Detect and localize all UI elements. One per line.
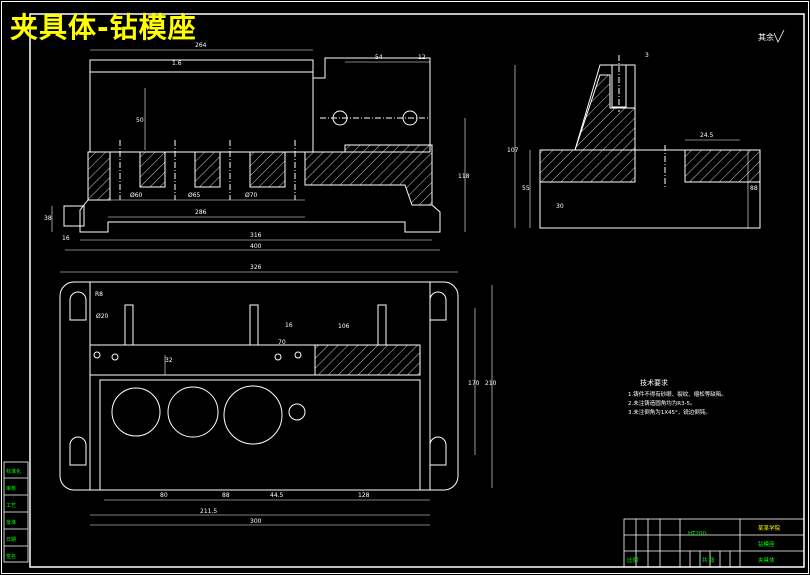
base-outline <box>79 152 441 233</box>
side-view-dimensions: 3 24.5 107 55 30 88 <box>507 52 758 210</box>
small-hole <box>288 403 306 421</box>
dim-height-32: 32 <box>165 357 173 364</box>
dim-hole-16: 16 <box>285 322 293 329</box>
left-strip <box>3 461 29 563</box>
dim-dia-65: Ø65 <box>188 192 201 199</box>
dim-width-24-5: 24.5 <box>700 132 714 139</box>
hatch-left <box>87 151 111 201</box>
bore-60 <box>111 387 161 437</box>
title-block-text: HT200 某某学院 钻模座 夹具体 比例 共 张 <box>627 524 781 564</box>
dim-slot-70: 70 <box>278 339 286 346</box>
roughness-note: 其余 <box>758 32 774 42</box>
tb-scale-label: 比例 <box>627 556 639 564</box>
tb-school: 某某学院 <box>758 524 781 532</box>
notes-line-1: 1.铸件不得有砂眼、裂纹、缩松等缺陷。 <box>628 390 727 398</box>
strip-cell-5: 日期 <box>6 537 16 543</box>
notes-heading: 技术要求 <box>640 378 668 387</box>
dim-top-length: 264 <box>195 42 207 49</box>
dim-height-55: 55 <box>522 185 530 192</box>
hatch-mid-1 <box>139 151 166 188</box>
clamp-hatch <box>314 344 421 376</box>
dim-dia-70: Ø70 <box>245 192 258 199</box>
notes-line-2: 2.未注铸造圆角均为R3-5。 <box>628 399 696 407</box>
left-strip-labels: 标准化 审核 工艺 批准 日期 签名 <box>6 468 21 560</box>
upper-block <box>89 59 314 153</box>
dim-height-30: 30 <box>556 203 564 210</box>
dim-left-step-16: 16 <box>62 235 70 242</box>
tb-part-name: 夹具体 <box>758 556 775 564</box>
notes-line-3: 3.未注倒角为1X45°，锐边倒钝。 <box>628 408 711 416</box>
inner-border <box>29 13 805 568</box>
front-view <box>51 49 466 251</box>
tb-material: HT200 <box>688 531 706 537</box>
dim-height-88: 88 <box>750 185 758 192</box>
dim-span-286: 286 <box>195 209 207 216</box>
drawing-title: 夹具体-钻模座 <box>10 11 197 44</box>
top-view <box>59 271 493 526</box>
strip-cell-2: 审核 <box>6 485 16 492</box>
front-view-dimensions: 264 54 12 50 Ø60 Ø65 Ø70 286 316 400 118… <box>44 42 470 250</box>
dim-dia-60: Ø60 <box>130 192 143 199</box>
dim-small-gap: 12 <box>418 54 426 61</box>
bore-65 <box>167 386 219 438</box>
top-view-dimensions: 326 R8 Ø20 16 70 106 32 80 88 44.5 128 2… <box>95 264 497 525</box>
strip-cell-1: 标准化 <box>6 468 21 475</box>
hatch-mid-3 <box>249 151 286 188</box>
dim-height-50: 50 <box>136 117 144 124</box>
dim-width-326: 326 <box>250 264 262 271</box>
dim-right-height-118: 118 <box>458 173 470 180</box>
dim-h-170: 170 <box>468 380 480 387</box>
dim-width-106: 106 <box>338 323 350 330</box>
dim-roughness-16: 1.6 <box>172 60 182 67</box>
dim-d-44-5: 44.5 <box>270 492 284 499</box>
strip-cell-3: 工艺 <box>6 503 16 509</box>
tb-drawing-no: 钻模座 <box>758 540 775 548</box>
dim-r20: Ø20 <box>96 313 109 320</box>
top-outline <box>59 281 459 491</box>
dim-height-107: 107 <box>507 147 519 154</box>
dim-d-300: 300 <box>250 518 262 525</box>
technical-notes: 技术要求 1.铸件不得有砂眼、裂纹、缩松等缺陷。 2.未注铸造圆角均为R3-5。… <box>628 378 727 416</box>
dim-d-88: 88 <box>222 492 230 499</box>
dim-right-offset: 54 <box>375 54 383 61</box>
roughness-symbol-icon <box>773 29 785 43</box>
tb-sheet-label: 共 张 <box>702 556 715 564</box>
dim-overall-400: 400 <box>250 243 262 250</box>
dim-total-316: 316 <box>250 232 262 239</box>
strip-cell-4: 批准 <box>6 519 16 526</box>
side-view <box>514 55 761 229</box>
dim-h-210: 210 <box>485 380 497 387</box>
side-hatch-right <box>684 149 761 183</box>
title-block <box>623 518 805 568</box>
side-outline <box>539 64 761 229</box>
dim-top-3: 3 <box>645 52 649 59</box>
dim-left-height-38: 38 <box>44 215 52 222</box>
dim-d-211-5: 211.5 <box>200 508 217 515</box>
dim-d-80: 80 <box>160 492 168 499</box>
dim-d-128: 128 <box>358 492 370 499</box>
side-hatch-base <box>539 149 636 183</box>
dim-r8: R8 <box>95 291 103 298</box>
strip-cell-6: 签名 <box>6 553 16 560</box>
hatch-right <box>304 144 433 206</box>
hatch-mid-2 <box>194 151 221 188</box>
bore-70 <box>223 385 283 445</box>
